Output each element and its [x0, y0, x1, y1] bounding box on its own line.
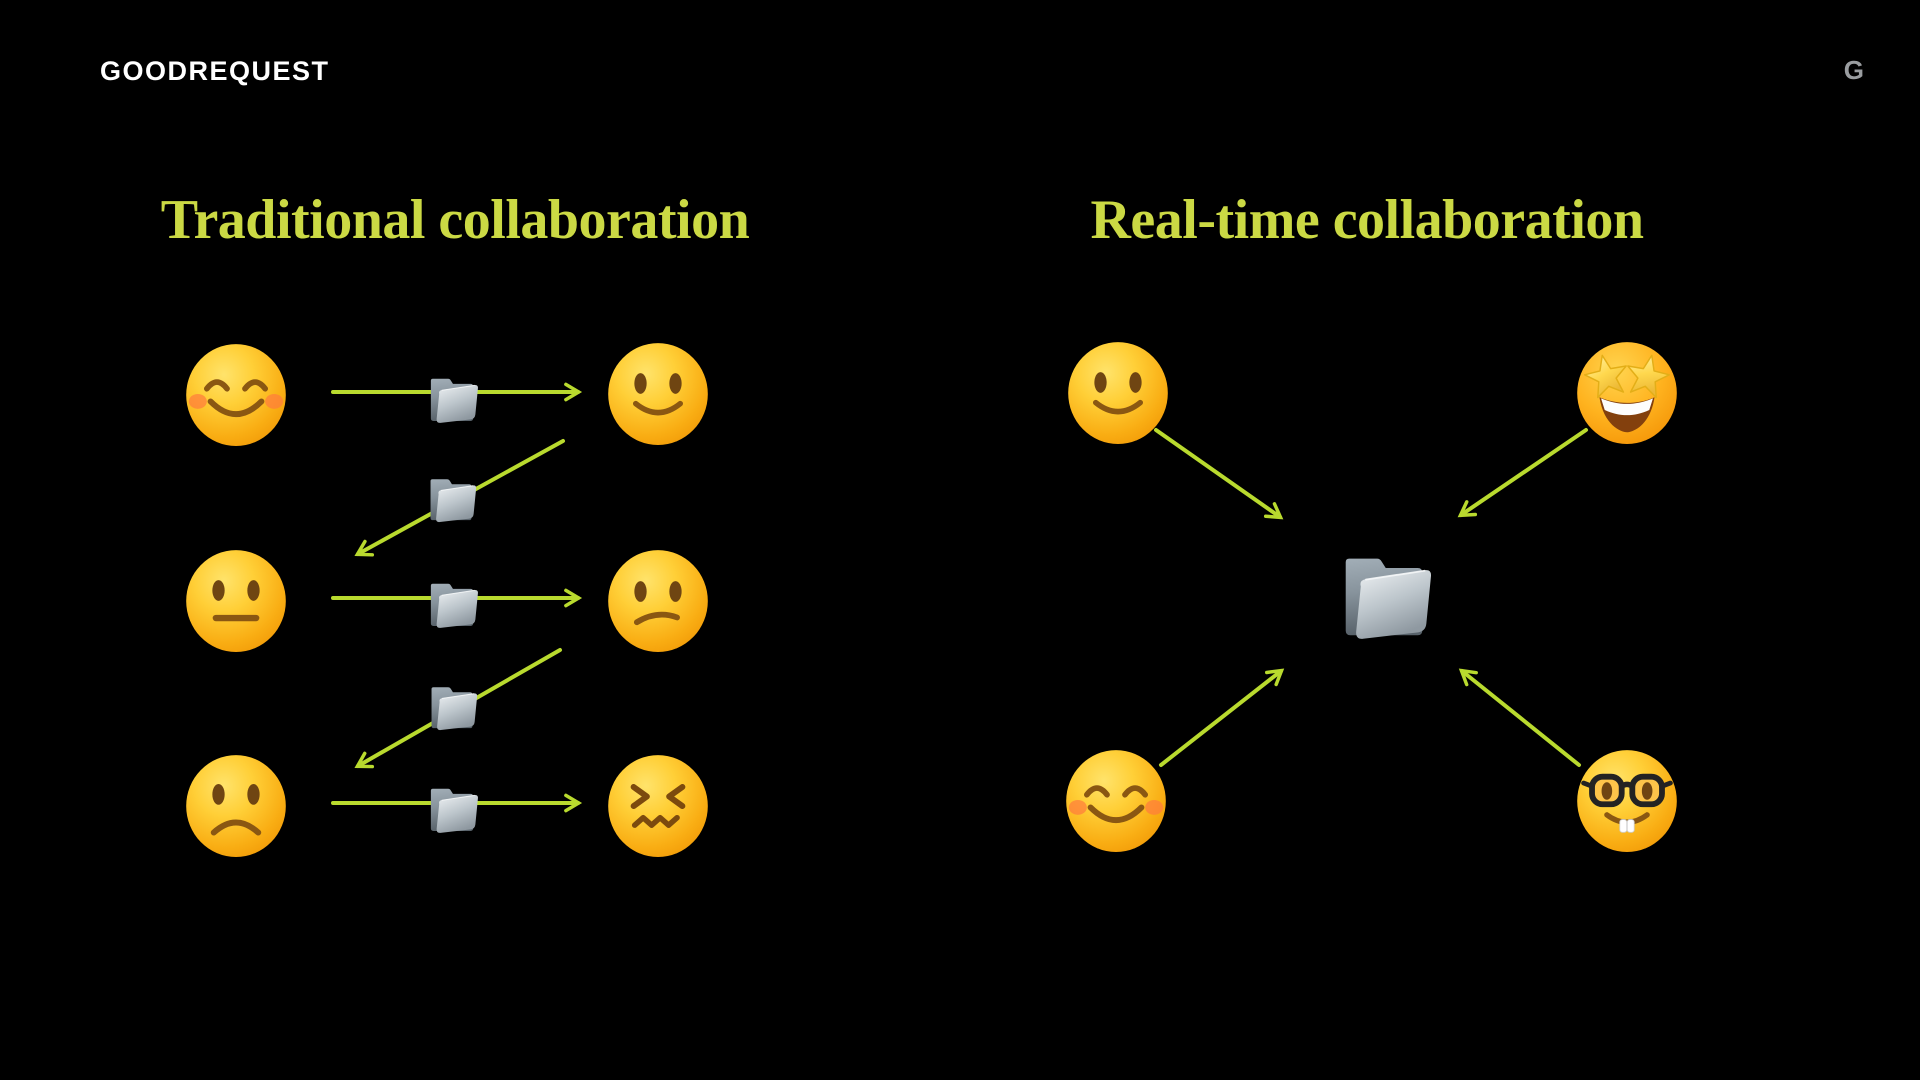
- realtime-arrow-top-left: [1154, 428, 1284, 520]
- open-folder-icon: [420, 774, 484, 838]
- emoji-smiling-face-with-smiling-eyes: [1063, 747, 1169, 853]
- realtime-arrow-top-right: [1457, 428, 1588, 518]
- emoji-frowning-face: [183, 752, 289, 858]
- open-folder-icon: [420, 364, 484, 428]
- emoji-confused-face: [605, 547, 711, 653]
- emoji-slightly-smiling-face: [1065, 339, 1171, 445]
- emoji-confounded-face: [605, 752, 711, 858]
- open-folder-icon: [420, 465, 482, 527]
- emoji-smiling-face-with-smiling-eyes: [183, 341, 289, 447]
- brand-monogram-icon: G: [1843, 55, 1864, 85]
- emoji-neutral-face: [183, 547, 289, 653]
- open-folder-icon: [420, 569, 484, 633]
- right-diagram-title: Real-time collaboration: [1090, 188, 1644, 251]
- emoji-slightly-smiling-face: [605, 340, 711, 446]
- emoji-nerd-face: [1574, 747, 1680, 853]
- realtime-arrow-bottom-left: [1159, 668, 1285, 767]
- brand-logo: GOODREQUEST: [100, 56, 330, 86]
- emoji-star-struck: [1574, 339, 1680, 445]
- realtime-arrow-bottom-right: [1458, 668, 1581, 767]
- open-folder-icon: [421, 673, 483, 735]
- left-diagram-title: Traditional collaboration: [160, 188, 750, 251]
- open-folder-icon: [1326, 532, 1442, 648]
